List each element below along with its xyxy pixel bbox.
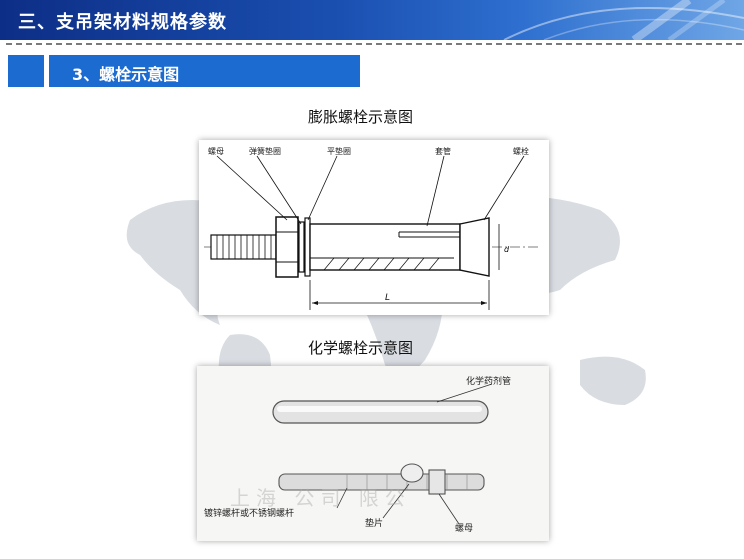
- label-nut: 螺母: [208, 147, 224, 156]
- header-decoration: [503, 0, 744, 40]
- label-washer: 垫片: [365, 519, 384, 529]
- label-sleeve: 套管: [435, 147, 451, 156]
- label-nut-2: 螺母: [455, 524, 474, 534]
- divider: [6, 43, 742, 45]
- label-chem-tube: 化学药剂管: [466, 377, 512, 387]
- dimension-l: L: [385, 293, 390, 303]
- subtitle-marker: [8, 55, 44, 87]
- section-subtitle: 3、螺栓示意图: [72, 65, 180, 84]
- chemical-bolt-drawing: [272, 383, 493, 525]
- label-rod: 镀锌螺杆或不锈钢螺杆: [204, 509, 295, 519]
- figure1-caption: 膨胀螺栓示意图: [308, 108, 414, 126]
- label-bolt: 螺栓: [513, 147, 529, 156]
- header-bar: 三、支吊架材料规格参数: [0, 0, 744, 40]
- expansion-bolt-figure: d L 螺母 弹簧垫圈 平垫圈 套管 螺栓: [199, 140, 549, 315]
- subtitle-bar: [49, 55, 360, 87]
- expansion-bolt-drawing: d L: [204, 155, 539, 310]
- label-flat-washer: 平垫圈: [327, 147, 351, 156]
- dimension-d: d: [504, 245, 510, 254]
- label-spring-washer: 弹簧垫圈: [249, 147, 281, 156]
- figure2-caption: 化学螺栓示意图: [308, 339, 414, 357]
- chemical-bolt-figure: 化学药剂管 镀锌螺杆或不锈钢螺杆 垫片 螺母: [197, 366, 549, 541]
- watermark-text: 上海 公司 限公: [230, 486, 411, 510]
- page-title: 三、支吊架材料规格参数: [18, 12, 227, 33]
